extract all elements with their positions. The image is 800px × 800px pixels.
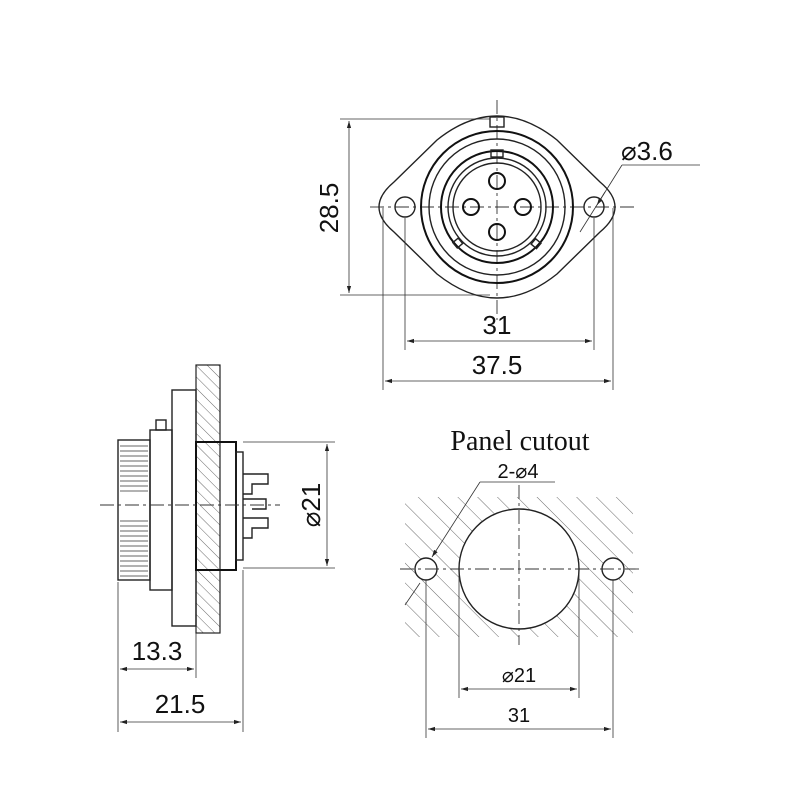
side-diameter-label: ⌀21 — [296, 483, 326, 528]
coupling-nut — [149, 429, 173, 591]
front-view: 28.5 ⌀3.6 31 37.5 — [314, 100, 700, 390]
hole-leader-arrow — [596, 191, 606, 206]
barrel-threads — [120, 445, 148, 577]
holes-leader — [431, 481, 481, 558]
outer-width-label: 37.5 — [472, 350, 523, 380]
left-latch — [451, 237, 464, 249]
depth1-label: 13.3 — [132, 636, 183, 666]
pin-top — [488, 172, 506, 190]
pin-right — [514, 198, 532, 216]
hole-diameter-label: ⌀3.6 — [621, 136, 673, 166]
cutout-width-label: 31 — [508, 705, 530, 727]
cutout-diameter-label: ⌀21 — [502, 665, 536, 687]
holes-label: 2-⌀4 — [498, 461, 539, 483]
socket-circle — [440, 150, 554, 264]
holes-leader-tail — [404, 582, 421, 606]
solder-pins — [243, 473, 269, 539]
top-key-notch — [489, 116, 505, 128]
flange-side — [171, 389, 197, 627]
right-mounting-hole — [583, 196, 605, 218]
panel-section — [195, 364, 221, 634]
insert-inner-circle — [452, 162, 542, 252]
panel-cutout-view: Panel cutout 2-⌀4 ⌀21 31 — [400, 426, 640, 738]
outer-body-circle — [420, 130, 574, 284]
nut-tab — [155, 419, 167, 431]
insert-circle — [447, 157, 547, 257]
front-flange-outline — [378, 115, 616, 299]
key-slot — [490, 149, 504, 158]
body-ring-circle — [428, 138, 566, 276]
side-view: ⌀21 13.3 21.5 — [100, 364, 335, 732]
height-label: 28.5 — [314, 183, 344, 234]
pin-bottom — [488, 223, 506, 241]
left-mounting-hole — [394, 196, 416, 218]
depth2-label: 21.5 — [155, 689, 206, 719]
inner-width-label: 31 — [483, 310, 512, 340]
pin-left — [462, 198, 480, 216]
cutout-hatch — [405, 497, 633, 637]
right-latch — [530, 237, 542, 250]
panel-cutout-title: Panel cutout — [450, 426, 589, 457]
rear-cap — [235, 451, 244, 561]
